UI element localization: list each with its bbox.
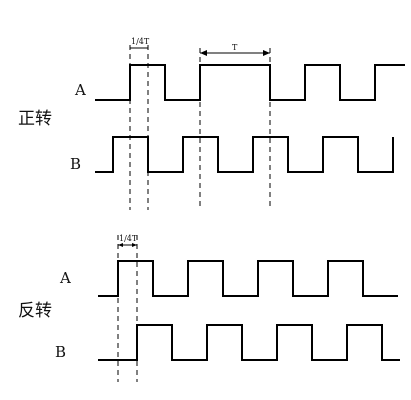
reverse-channel-a-label: A: [59, 269, 71, 287]
reverse-rotation-label: 反转: [18, 301, 52, 321]
reverse-channel-b-waveform: [98, 324, 400, 361]
reverse-channel-a-waveform: [98, 260, 398, 297]
forward-channel-a-waveform: [95, 64, 405, 101]
forward-quarter-label: 1/4T: [131, 37, 150, 46]
forward-channel-a-label: A: [74, 81, 86, 99]
forward-channel-b-label: B: [70, 155, 81, 173]
reverse-rotation-section: 反转 A B 1/4T: [18, 234, 400, 382]
reverse-channel-b-label: B: [55, 343, 66, 361]
forward-rotation-label: 正转: [18, 109, 52, 129]
reverse-quarter-dimension: 1/4T: [118, 234, 138, 247]
forward-channel-b-waveform: [95, 136, 394, 173]
forward-quarter-dimension: 1/4T: [130, 37, 150, 49]
forward-period-label: T: [232, 43, 238, 52]
forward-rotation-section: 正转 A B 1/4T T: [18, 37, 405, 210]
forward-period-dimension: T: [200, 43, 270, 56]
reverse-quarter-label: 1/4T: [119, 234, 138, 243]
